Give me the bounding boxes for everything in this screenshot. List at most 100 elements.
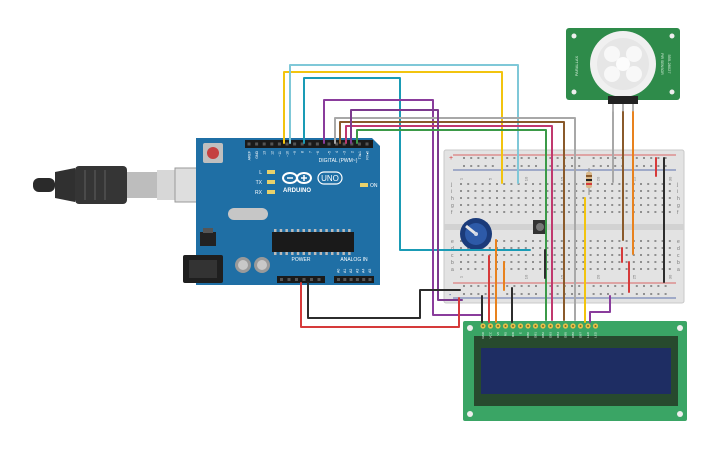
breadboard-hole[interactable] xyxy=(668,247,671,249)
breadboard-hole[interactable] xyxy=(510,211,513,213)
breadboard-hole[interactable] xyxy=(460,190,462,192)
breadboard-hole[interactable] xyxy=(553,261,556,263)
breadboard-hole[interactable] xyxy=(575,240,578,242)
breadboard-hole[interactable] xyxy=(560,190,563,192)
breadboard-hole[interactable] xyxy=(481,211,484,213)
digital-pin-hole[interactable] xyxy=(300,142,304,146)
breadboard-hole[interactable] xyxy=(535,285,537,287)
breadboard-hole[interactable] xyxy=(510,261,513,263)
breadboard-hole[interactable] xyxy=(488,254,491,256)
breadboard-hole[interactable] xyxy=(532,197,534,199)
breadboard-hole[interactable] xyxy=(647,268,650,270)
breadboard-hole[interactable] xyxy=(510,197,513,199)
breadboard-hole[interactable] xyxy=(546,268,549,270)
breadboard-hole[interactable] xyxy=(668,183,671,185)
breadboard-hole[interactable] xyxy=(510,190,513,192)
breadboard-hole[interactable] xyxy=(635,285,638,287)
breadboard-hole[interactable] xyxy=(546,240,549,242)
breadboard-hole[interactable] xyxy=(625,261,628,263)
breadboard-hole[interactable] xyxy=(474,211,477,213)
breadboard-hole[interactable] xyxy=(661,247,664,249)
breadboard-hole[interactable] xyxy=(599,293,602,295)
breadboard-hole[interactable] xyxy=(611,190,614,192)
breadboard-hole[interactable] xyxy=(625,204,628,206)
breadboard-hole[interactable] xyxy=(481,268,484,270)
breadboard-hole[interactable] xyxy=(520,157,523,159)
breadboard-hole[interactable] xyxy=(463,285,465,287)
breadboard-hole[interactable] xyxy=(611,261,614,263)
breadboard-hole[interactable] xyxy=(546,183,549,185)
breadboard-hole[interactable] xyxy=(575,261,578,263)
breadboard-hole[interactable] xyxy=(618,183,621,185)
breadboard-hole[interactable] xyxy=(474,190,477,192)
analog-pin-hole[interactable] xyxy=(349,278,353,281)
breadboard-hole[interactable] xyxy=(506,293,509,295)
breadboard-hole[interactable] xyxy=(503,247,506,249)
breadboard-hole[interactable] xyxy=(614,157,617,159)
breadboard-hole[interactable] xyxy=(553,240,556,242)
breadboard-hole[interactable] xyxy=(517,183,520,185)
breadboard-hole[interactable] xyxy=(524,211,527,213)
breadboard-hole[interactable] xyxy=(546,247,549,249)
breadboard-hole[interactable] xyxy=(460,268,462,270)
breadboard-hole[interactable] xyxy=(568,268,570,270)
breadboard-hole[interactable] xyxy=(517,261,520,263)
breadboard-hole[interactable] xyxy=(553,190,556,192)
digital-pin-hole[interactable] xyxy=(293,142,297,146)
breadboard-hole[interactable] xyxy=(474,204,477,206)
breadboard-hole[interactable] xyxy=(654,204,657,206)
breadboard-hole[interactable] xyxy=(477,293,480,295)
breadboard-hole[interactable] xyxy=(524,247,527,249)
breadboard-hole[interactable] xyxy=(467,204,470,206)
analog-pin-hole[interactable] xyxy=(337,278,340,281)
breadboard-hole[interactable] xyxy=(488,190,491,192)
breadboard-hole[interactable] xyxy=(506,157,509,159)
breadboard-hole[interactable] xyxy=(668,268,671,270)
breadboard-hole[interactable] xyxy=(654,240,657,242)
breadboard-hole[interactable] xyxy=(604,268,606,270)
resistor[interactable] xyxy=(586,168,592,195)
breadboard-hole[interactable] xyxy=(635,293,638,295)
breadboard-hole[interactable] xyxy=(491,165,494,167)
breadboard-hole[interactable] xyxy=(477,157,480,159)
breadboard-hole[interactable] xyxy=(460,183,462,185)
breadboard-hole[interactable] xyxy=(618,240,621,242)
breadboard-hole[interactable] xyxy=(474,183,477,185)
breadboard-hole[interactable] xyxy=(481,183,484,185)
breadboard-hole[interactable] xyxy=(484,293,487,295)
breadboard-hole[interactable] xyxy=(654,197,657,199)
breadboard-hole[interactable] xyxy=(640,204,642,206)
breadboard-hole[interactable] xyxy=(654,183,657,185)
breadboard-hole[interactable] xyxy=(589,261,592,263)
breadboard-hole[interactable] xyxy=(640,183,642,185)
breadboard-hole[interactable] xyxy=(618,268,621,270)
breadboard-hole[interactable] xyxy=(470,157,473,159)
breadboard-hole[interactable] xyxy=(657,165,660,167)
breadboard-hole[interactable] xyxy=(546,261,549,263)
breadboard-hole[interactable] xyxy=(607,157,609,159)
power-pin-hole[interactable] xyxy=(280,278,283,281)
breadboard-hole[interactable] xyxy=(460,211,462,213)
power-pin-hole[interactable] xyxy=(317,278,321,281)
breadboard-hole[interactable] xyxy=(460,240,462,242)
breadboard-hole[interactable] xyxy=(596,247,599,249)
digital-pin-hole[interactable] xyxy=(365,142,369,146)
breadboard-hole[interactable] xyxy=(599,285,602,287)
breadboard-hole[interactable] xyxy=(568,197,570,199)
breadboard-hole[interactable] xyxy=(661,268,664,270)
breadboard-hole[interactable] xyxy=(661,211,664,213)
breadboard-hole[interactable] xyxy=(467,261,470,263)
power-pin-hole[interactable] xyxy=(295,278,298,281)
potentiometer[interactable] xyxy=(460,218,492,250)
breadboard-hole[interactable] xyxy=(506,285,509,287)
breadboard-hole[interactable] xyxy=(484,285,487,287)
breadboard-hole[interactable] xyxy=(556,157,559,159)
breadboard-hole[interactable] xyxy=(467,211,470,213)
breadboard-hole[interactable] xyxy=(470,293,473,295)
breadboard-hole[interactable] xyxy=(604,190,606,192)
breadboard-hole[interactable] xyxy=(621,293,624,295)
breadboard-hole[interactable] xyxy=(546,204,549,206)
breadboard-hole[interactable] xyxy=(650,165,653,167)
breadboard-hole[interactable] xyxy=(481,197,484,199)
